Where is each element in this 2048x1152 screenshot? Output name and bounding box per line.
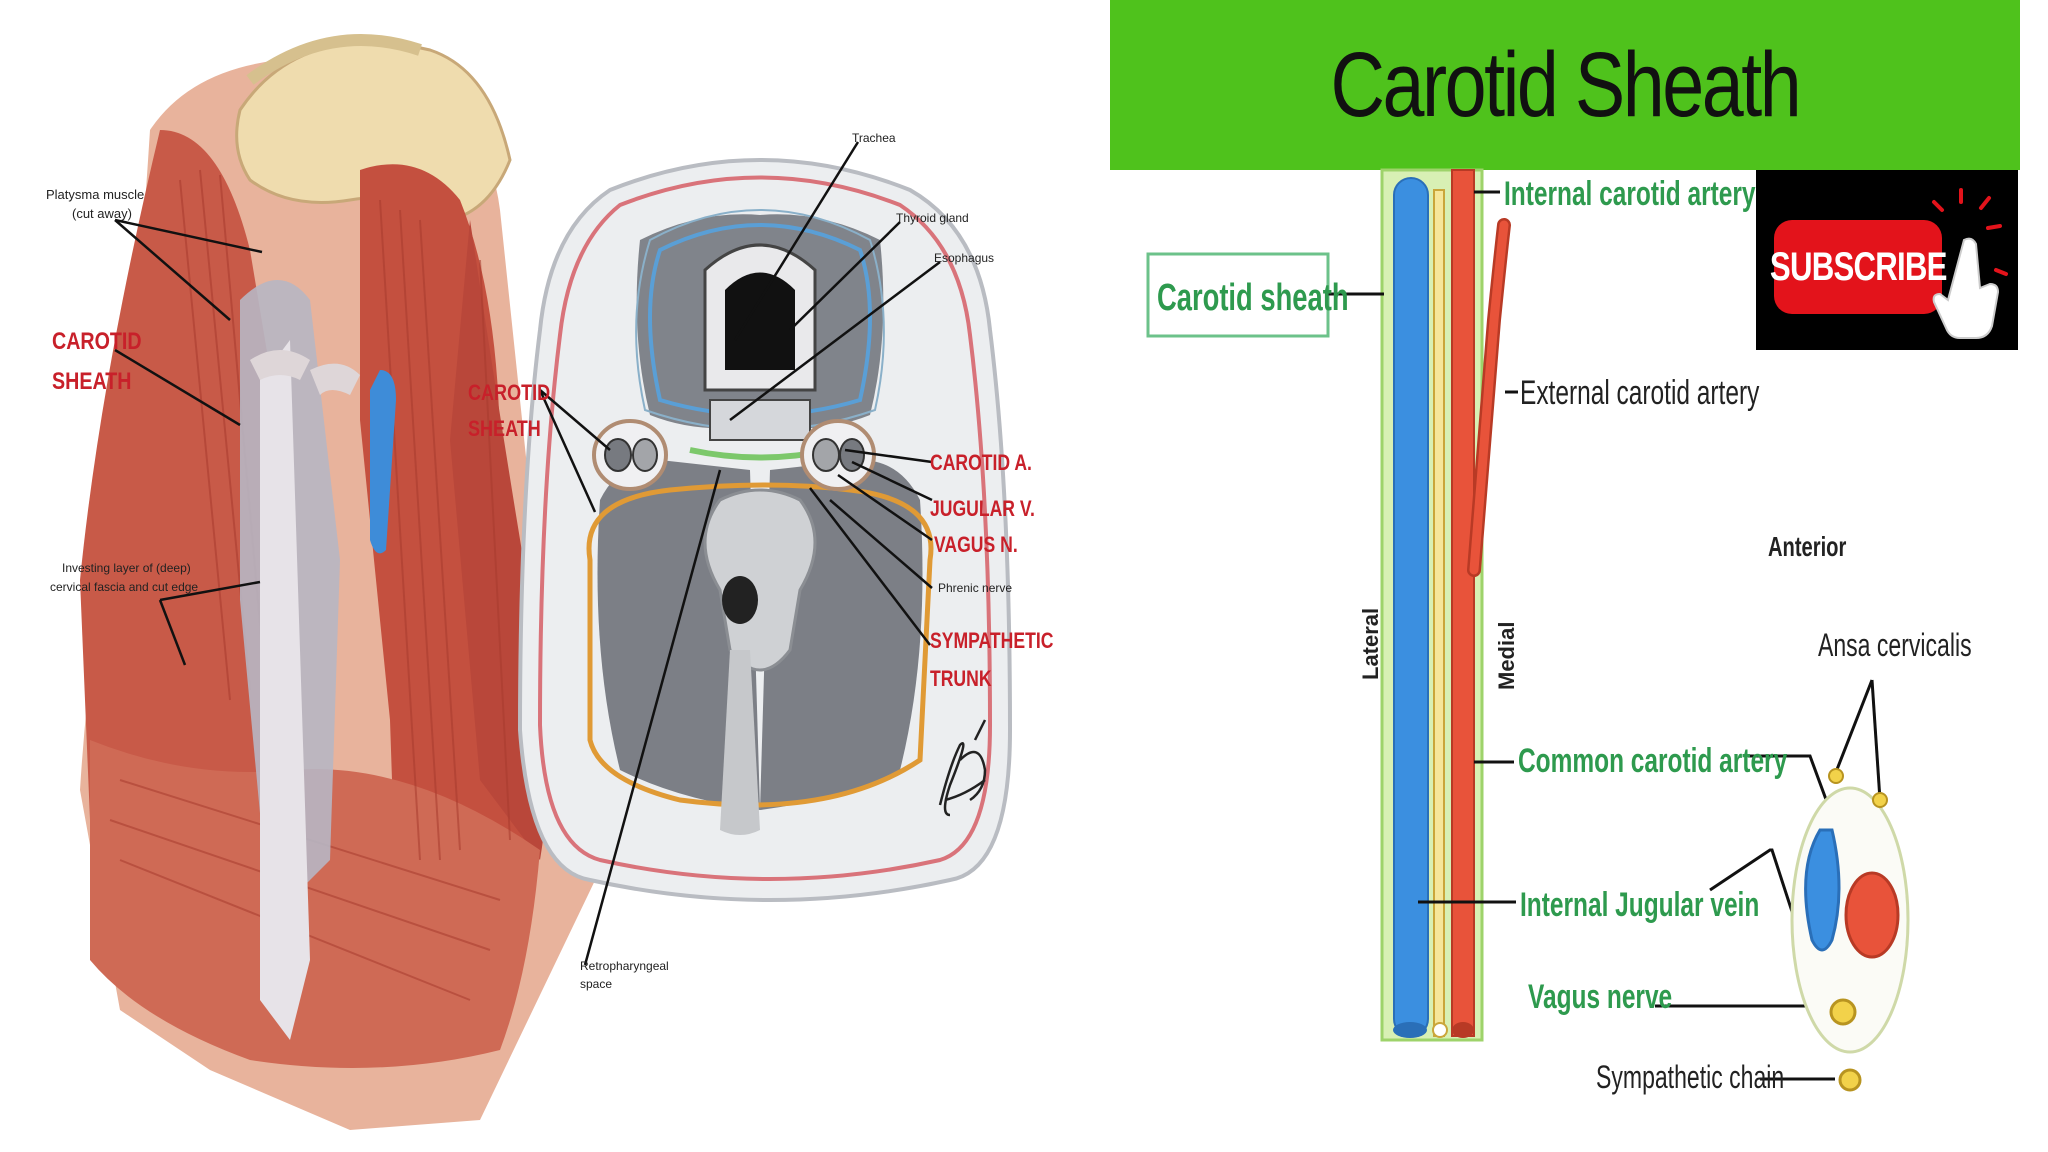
label-thyroid-gland: Thyroid gland	[896, 211, 969, 225]
label-carotid-sheath-left-1: CAROTID	[52, 327, 142, 354]
label-jugular-v: JUGULAR V.	[930, 497, 1035, 521]
label-sympathetic-trunk-2: TRUNK	[930, 667, 992, 691]
internal-jugular-vein-shape	[1393, 177, 1429, 1037]
carotid-artery-cross-section	[1844, 871, 1900, 959]
sympathetic-chain-dot	[1838, 1068, 1862, 1092]
page-title: Carotid Sheath	[1330, 33, 1802, 136]
vagus-cross-section	[1829, 998, 1857, 1026]
label-investing-1: Investing layer of (deep)	[62, 561, 191, 575]
title-banner: Carotid Sheath	[1110, 0, 2020, 170]
subscribe-label: SUBSCRIBE	[1769, 244, 1948, 289]
label-carotid-sheath-mid-1: CAROTID	[468, 381, 550, 405]
carotid-sheath-schematic	[1146, 168, 1910, 1092]
label-investing-2: cervical fascia and cut edge	[50, 580, 198, 594]
artist-signature	[938, 719, 987, 817]
label-retropharyngeal-2: space	[580, 977, 612, 991]
external-carotid-artery-shape	[1469, 220, 1509, 575]
common-carotid-artery-shape	[1451, 169, 1475, 1037]
label-carotid-a: CAROTID A.	[930, 451, 1032, 475]
left-figure-labels: Platysma muscle (cut away) CAROTID SHEAT…	[46, 187, 198, 594]
label-platysma-2: (cut away)	[72, 206, 132, 221]
label-retropharyngeal-1: Retropharyngeal	[580, 959, 669, 973]
label-sympathetic-trunk-1: SYMPATHETIC	[930, 629, 1053, 653]
label-vagus-nerve: Vagus nerve	[1528, 978, 1672, 1016]
label-sympathetic-chain: Sympathetic chain	[1596, 1059, 1784, 1095]
label-carotid-sheath-mid-2: SHEATH	[468, 417, 541, 441]
vagus-nerve-shape	[1433, 189, 1445, 1037]
label-esophagus: Esophagus	[934, 251, 994, 265]
label-anterior: Anterior	[1768, 532, 1847, 563]
subscribe-button[interactable]: SUBSCRIBE	[1770, 220, 1947, 314]
ansa-dot-2	[1872, 792, 1888, 808]
label-internal-carotid-artery: Internal carotid artery	[1504, 175, 1756, 213]
jugular-vein-cross-section	[1804, 828, 1841, 952]
cross-section-labels: Trachea Thyroid gland Esophagus CAROTID …	[468, 131, 1053, 991]
label-common-carotid-artery: Common carotid artery	[1518, 742, 1788, 780]
label-external-carotid-artery: External carotid artery	[1520, 374, 1759, 412]
neck-dissection-illustration	[80, 34, 600, 1130]
label-vagus-n: VAGUS N.	[934, 533, 1018, 557]
subscribe-badge[interactable]: SUBSCRIBE	[1756, 170, 2018, 350]
label-phrenic-nerve: Phrenic nerve	[938, 581, 1012, 595]
label-ansa-cervicalis: Ansa cervicalis	[1818, 627, 1972, 663]
sheath-schematic-labels: Carotid sheath Internal carotid artery E…	[1157, 175, 1972, 1095]
label-platysma-1: Platysma muscle	[46, 187, 144, 202]
label-carotid-sheath-box: Carotid sheath	[1157, 277, 1349, 319]
label-medial: Medial	[1494, 622, 1519, 690]
label-trachea: Trachea	[852, 131, 896, 145]
label-lateral: Lateral	[1358, 608, 1383, 680]
label-carotid-sheath-left-2: SHEATH	[52, 367, 131, 394]
neck-cross-section-illustration	[517, 141, 1013, 966]
label-internal-jugular-vein: Internal Jugular vein	[1520, 886, 1759, 924]
ansa-dot-1	[1828, 768, 1844, 784]
